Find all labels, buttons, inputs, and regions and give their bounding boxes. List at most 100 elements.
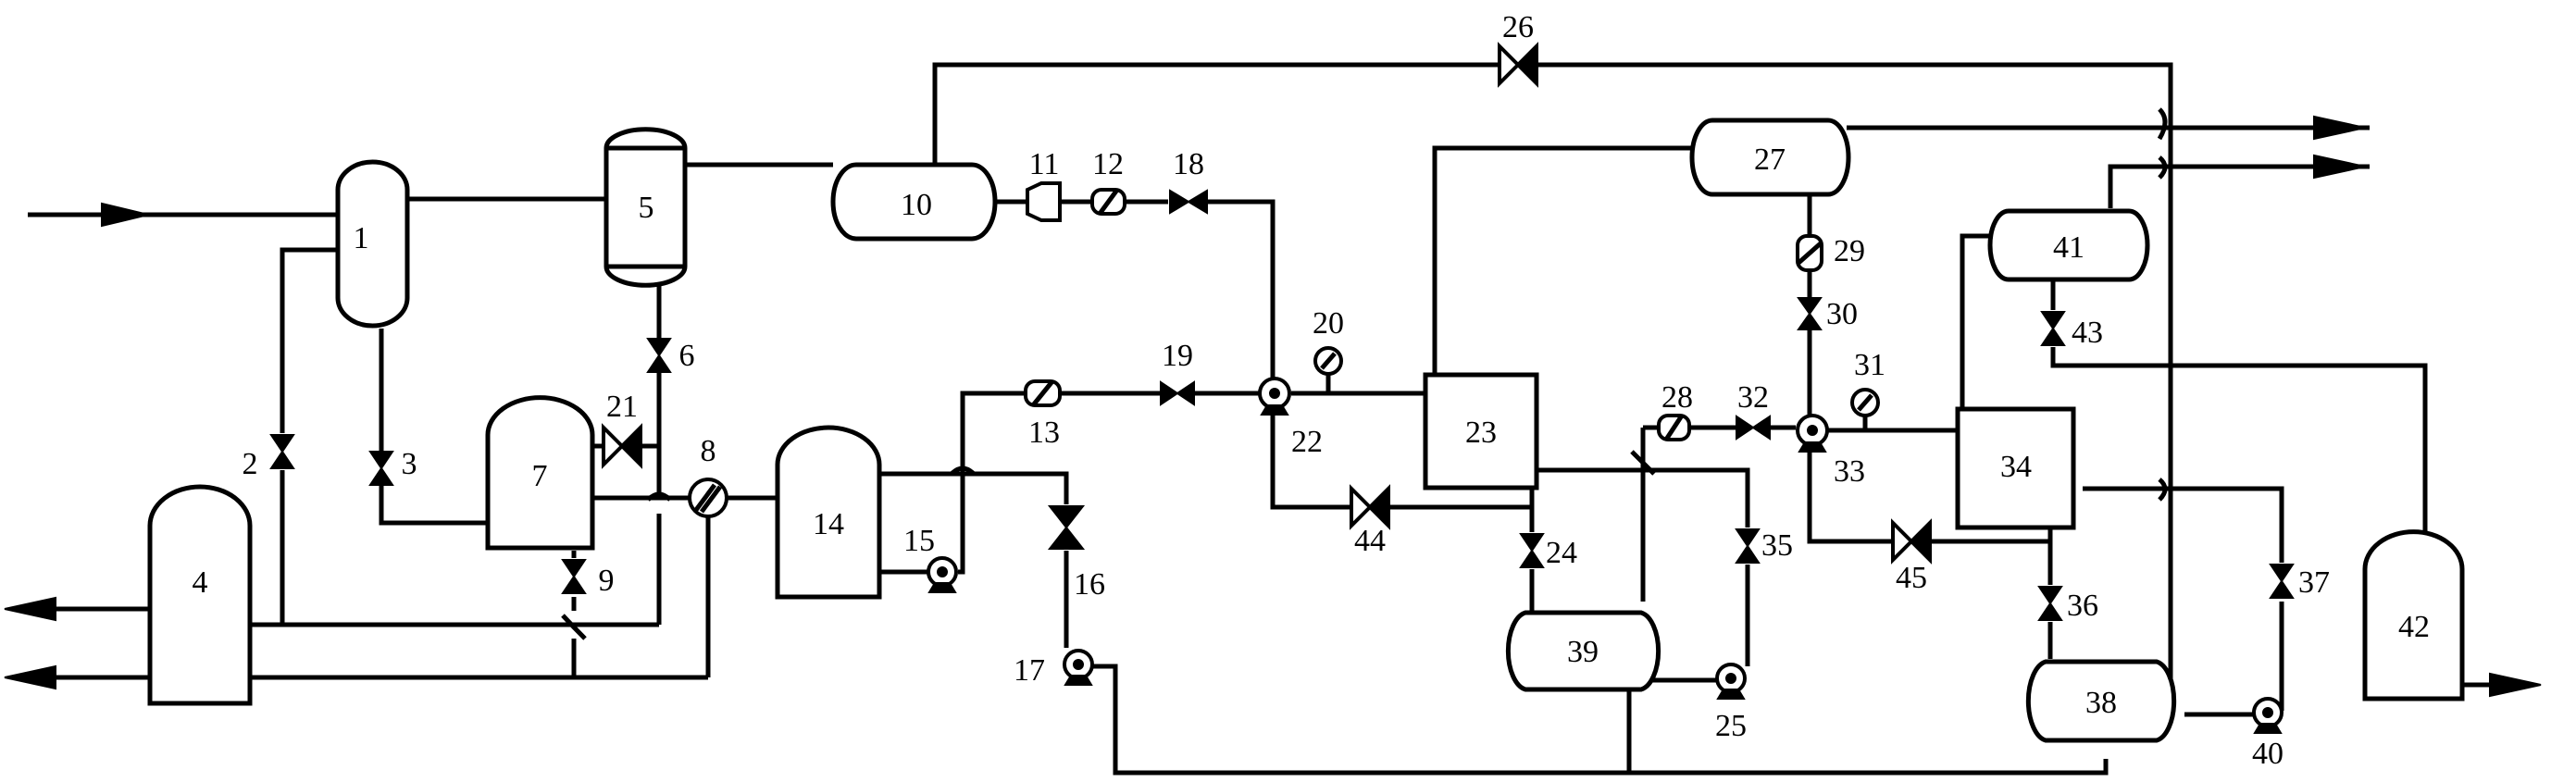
valve-35 xyxy=(1735,528,1761,564)
valve-32 xyxy=(1736,415,1771,441)
valve-26-fill xyxy=(1516,43,1537,86)
filters xyxy=(688,181,1823,518)
label-45: 45 xyxy=(1896,561,1927,595)
outlet-arrow-42 xyxy=(2489,672,2542,698)
drum-27 xyxy=(1689,118,1851,197)
label-41: 41 xyxy=(2053,230,2084,265)
label-29: 29 xyxy=(1834,234,1865,268)
feed-inlet-arrow xyxy=(101,202,149,228)
label-43: 43 xyxy=(2072,316,2103,350)
drum-10 xyxy=(830,162,998,242)
label-26: 26 xyxy=(1502,10,1534,44)
label-38: 38 xyxy=(2085,686,2117,720)
filter-29 xyxy=(1796,234,1823,272)
valve-19 xyxy=(1160,380,1195,406)
box-23 xyxy=(1423,372,1539,490)
pump-17 xyxy=(1063,649,1094,686)
filter-13 xyxy=(1024,379,1062,407)
filter-28 xyxy=(1657,414,1691,441)
label-4: 4 xyxy=(193,565,208,600)
drum-38 xyxy=(2025,659,2177,743)
gauges xyxy=(1313,346,1880,417)
label-42: 42 xyxy=(2398,610,2430,644)
reducer-11 xyxy=(1026,181,1062,222)
valve-16 xyxy=(1047,505,1086,550)
label-35: 35 xyxy=(1761,528,1793,563)
label-7: 7 xyxy=(532,459,548,493)
label-33: 33 xyxy=(1834,454,1865,489)
filter-12 xyxy=(1090,188,1126,216)
label-1: 1 xyxy=(354,221,369,255)
label-39: 39 xyxy=(1567,635,1599,669)
label-13: 13 xyxy=(1028,416,1060,450)
drum-39 xyxy=(1505,610,1661,692)
label-5: 5 xyxy=(639,191,654,225)
label-20: 20 xyxy=(1313,306,1344,341)
valve-24 xyxy=(1519,533,1545,568)
outlet-arrow-top-1 xyxy=(2313,115,2366,141)
label-25: 25 xyxy=(1715,709,1747,743)
label-2: 2 xyxy=(243,447,258,481)
equipment-labels: 1 2 3 4 5 6 7 8 9 10 11 12 13 14 15 16 1… xyxy=(193,10,2431,771)
label-21: 21 xyxy=(606,390,638,424)
drum-41 xyxy=(1987,208,2150,282)
tank-7 xyxy=(485,395,595,551)
label-3: 3 xyxy=(402,447,417,481)
valve-44-fill xyxy=(1368,486,1389,528)
pump-22 xyxy=(1258,377,1291,416)
valve-6 xyxy=(646,338,672,373)
valve-9 xyxy=(561,559,587,594)
label-10: 10 xyxy=(901,188,932,222)
label-28: 28 xyxy=(1661,380,1693,415)
vessels xyxy=(147,118,2465,743)
flow-arrows xyxy=(4,115,2542,698)
label-31: 31 xyxy=(1854,348,1885,382)
pump-40 xyxy=(2252,697,2284,734)
meter-8 xyxy=(688,478,728,518)
gauge-31 xyxy=(1850,388,1880,417)
label-11: 11 xyxy=(1029,147,1060,181)
label-19: 19 xyxy=(1162,339,1193,373)
label-40: 40 xyxy=(2252,737,2284,771)
label-36: 36 xyxy=(2067,589,2098,623)
label-12: 12 xyxy=(1092,147,1124,181)
label-15: 15 xyxy=(903,524,935,558)
valve-18 xyxy=(1169,189,1208,215)
gauge-20 xyxy=(1313,346,1343,376)
label-32: 32 xyxy=(1737,380,1769,415)
label-37: 37 xyxy=(2298,565,2330,600)
pump-15 xyxy=(927,556,958,593)
pump-25 xyxy=(1715,663,1747,700)
tank-14 xyxy=(775,425,882,600)
line-crossings xyxy=(561,107,2168,640)
valve-21-fill xyxy=(620,425,641,467)
pipelines xyxy=(28,62,2532,776)
valve-43 xyxy=(2040,311,2066,346)
pumps xyxy=(927,377,2284,734)
label-18: 18 xyxy=(1173,147,1204,181)
valve-30 xyxy=(1797,297,1823,330)
valve-36 xyxy=(2037,586,2063,621)
label-27: 27 xyxy=(1754,143,1786,177)
outlet-arrow-1 xyxy=(4,596,56,622)
outlet-arrow-top-2 xyxy=(2313,154,2366,180)
pump-33 xyxy=(1796,414,1829,453)
outlet-arrow-2 xyxy=(4,664,56,690)
valve-2 xyxy=(269,434,295,469)
label-44: 44 xyxy=(1354,524,1386,558)
vessel-1 xyxy=(335,159,410,329)
label-34: 34 xyxy=(2000,450,2032,484)
label-16: 16 xyxy=(1074,567,1105,602)
tank-42 xyxy=(2362,529,2465,701)
label-6: 6 xyxy=(679,339,695,373)
label-24: 24 xyxy=(1546,536,1577,570)
label-23: 23 xyxy=(1465,416,1497,450)
label-17: 17 xyxy=(1014,653,1045,688)
valves xyxy=(269,42,2295,621)
valve-37 xyxy=(2269,564,2295,599)
label-8: 8 xyxy=(701,434,716,468)
box-34 xyxy=(1955,406,2076,530)
label-30: 30 xyxy=(1826,297,1858,331)
label-14: 14 xyxy=(813,507,844,541)
